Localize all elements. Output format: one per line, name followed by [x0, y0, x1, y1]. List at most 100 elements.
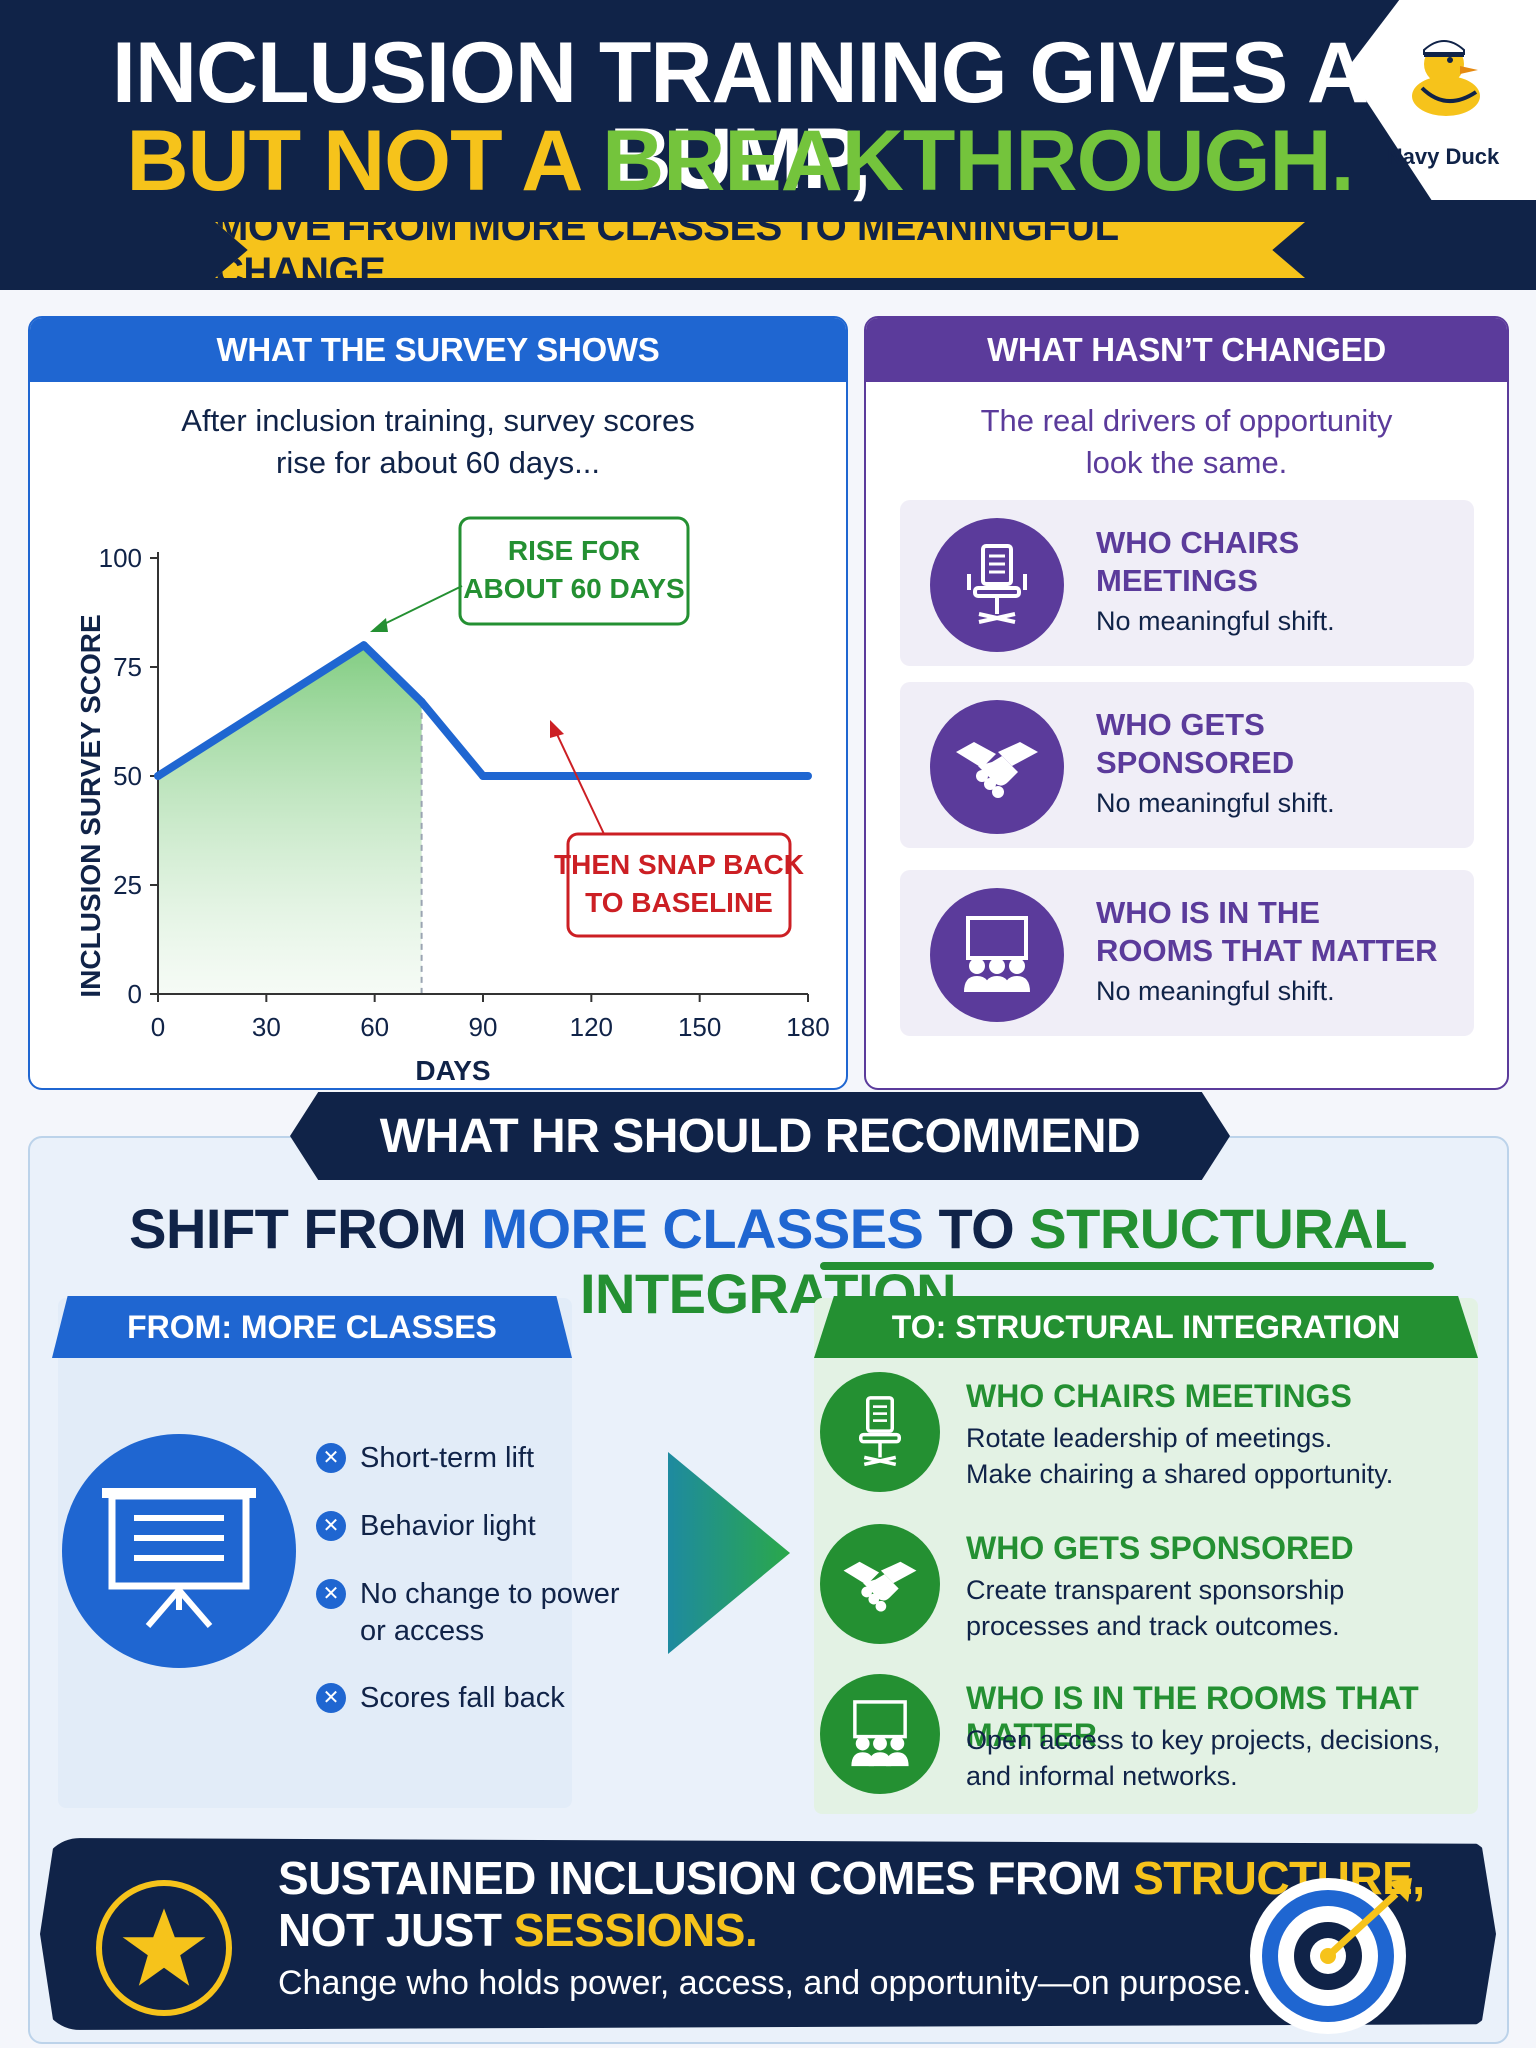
- from-item-3-text: No change to power or access: [360, 1576, 620, 1650]
- from-item-4: ✕ Scores fall back: [316, 1680, 565, 1717]
- to-title-chairs: WHO CHAIRS MEETINGS: [966, 1378, 1352, 1414]
- y-axis-label: INCLUSION SURVEY SCORE: [75, 614, 106, 997]
- survey-subtitle: After inclusion training, survey scores …: [30, 400, 846, 484]
- right-arrow-icon: [668, 1452, 790, 1654]
- to-title-sponsored: WHO GETS SPONSORED: [966, 1530, 1354, 1566]
- subtitle-banner: MOVE FROM MORE CLASSES TO MEANINGFUL CHA…: [215, 222, 1305, 278]
- survey-panel: WHAT THE SURVEY SHOWS After inclusion tr…: [28, 316, 848, 1090]
- footer-line2-b: SESSIONS.: [513, 1904, 758, 1956]
- y-tick-label: 100: [99, 543, 142, 573]
- footer-subtitle: Change who holds power, access, and oppo…: [278, 1964, 1252, 2002]
- unchanged-panel-heading: WHAT HASN’T CHANGED: [866, 318, 1507, 382]
- to-desc-sponsored: Create transparent sponsorship processes…: [966, 1572, 1344, 1644]
- from-item-2: ✕ Behavior light: [316, 1508, 536, 1545]
- callout-snap-arrowhead: [550, 720, 564, 738]
- shift-title-underline: [820, 1262, 1434, 1270]
- x-circle-icon: ✕: [316, 1511, 346, 1541]
- x-circle-icon: ✕: [316, 1683, 346, 1713]
- unchanged-title-rooms-2: ROOMS THAT MATTER: [1096, 933, 1438, 968]
- to-desc-rooms: Open access to key projects, decisions, …: [966, 1722, 1440, 1794]
- unchanged-title-chairs-1: WHO CHAIRS: [1096, 525, 1300, 560]
- handshake-icon: [930, 700, 1064, 834]
- data-point: [479, 772, 487, 780]
- x-tick-label: 150: [678, 1012, 721, 1042]
- unchanged-card-rooms: WHO IS IN THE ROOMS THAT MATTER No meani…: [900, 870, 1474, 1036]
- to-heading: TO: STRUCTURAL INTEGRATION: [814, 1296, 1478, 1358]
- callout-rise-pointer: [375, 585, 463, 629]
- callout-snap-pointer: [554, 729, 605, 835]
- x-tick-label: 30: [252, 1012, 281, 1042]
- duck-logo-icon: [1412, 40, 1480, 116]
- unchanged-panel: WHAT HASN’T CHANGED The real drivers of …: [864, 316, 1509, 1090]
- from-heading: FROM: MORE CLASSES: [52, 1296, 572, 1358]
- x-axis-label: DAYS: [415, 1055, 490, 1086]
- from-item-1-text: Short-term lift: [360, 1442, 535, 1474]
- from-item-3-line1: No change to power: [360, 1578, 620, 1610]
- unchanged-card-sponsored: WHO GETS SPONSORED No meaningful shift.: [900, 682, 1474, 848]
- shift-title-a: SHIFT FROM: [129, 1197, 482, 1260]
- from-item-2-text: Behavior light: [360, 1510, 536, 1542]
- callout-snap-line1: THEN SNAP BACK: [554, 849, 804, 880]
- from-item-4-text: Scores fall back: [360, 1682, 565, 1714]
- x-tick-label: 60: [360, 1012, 389, 1042]
- meeting-room-icon: [930, 888, 1064, 1022]
- unchanged-title-chairs-2: MEETINGS: [1096, 563, 1258, 598]
- recommend-tab-label: WHAT HR SHOULD RECOMMEND: [379, 1109, 1141, 1163]
- to-desc-chairs-2: Make chairing a shared opportunity.: [966, 1459, 1394, 1489]
- unchanged-card-chairs: WHO CHAIRS MEETINGS No meaningful shift.: [900, 500, 1474, 666]
- x-circle-icon: ✕: [316, 1579, 346, 1609]
- logo-text: Navy Duck: [1386, 144, 1500, 169]
- unchanged-subtitle-line1: The real drivers of opportunity: [980, 403, 1393, 438]
- to-desc-chairs-1: Rotate leadership of meetings.: [966, 1423, 1333, 1453]
- y-tick-label: 25: [113, 870, 142, 900]
- unchanged-status-chairs: No meaningful shift.: [1096, 606, 1335, 636]
- banner-text: MOVE FROM MORE CLASSES TO MEANINGFUL CHA…: [215, 205, 1118, 294]
- unchanged-title-chairs: WHO CHAIRS MEETINGS: [1096, 524, 1299, 600]
- callout-rise-box: [458, 516, 690, 626]
- chair-icon: [930, 518, 1064, 652]
- page-title-line2: BUT NOT A BREAKTHROUGH.: [110, 118, 1370, 204]
- y-tick-label: 0: [128, 979, 142, 1009]
- data-point: [154, 772, 162, 780]
- to-desc-sponsored-1: Create transparent sponsorship: [966, 1575, 1345, 1605]
- unchanged-title-sponsored: WHO GETS SPONSORED: [1096, 706, 1294, 782]
- shift-title-c: TO: [923, 1197, 1030, 1260]
- callout-rise-line1: RISE FOR: [508, 535, 640, 566]
- page-title-line1: INCLUSION TRAINING GIVES A BUMP,: [111, 25, 1369, 207]
- survey-subtitle-line1: After inclusion training, survey scores: [181, 403, 695, 438]
- footer-line1-a: SUSTAINED INCLUSION COMES FROM: [278, 1852, 1134, 1904]
- unchanged-title-sponsored-2: SPONSORED: [1096, 745, 1295, 780]
- unchanged-title-sponsored-1: WHO GETS: [1096, 707, 1265, 742]
- survey-panel-heading: WHAT THE SURVEY SHOWS: [30, 318, 846, 382]
- unchanged-status-rooms: No meaningful shift.: [1096, 976, 1335, 1006]
- x-tick-label: 90: [469, 1012, 498, 1042]
- y-tick-label: 50: [113, 761, 142, 791]
- to-desc-sponsored-2: processes and track outcomes.: [966, 1611, 1340, 1641]
- to-desc-rooms-1: Open access to key projects, decisions,: [966, 1725, 1441, 1755]
- unchanged-subtitle-line2: look the same.: [1085, 445, 1288, 480]
- chair-icon: [820, 1372, 940, 1492]
- star-icon: [96, 1880, 232, 2016]
- footer-title-line1: SUSTAINED INCLUSION COMES FROM STRUCTURE…: [278, 1852, 1425, 1904]
- callout-snap-line2: TO BASELINE: [585, 887, 773, 918]
- unchanged-title-rooms-1: WHO IS IN THE: [1096, 895, 1320, 930]
- to-desc-chairs: Rotate leadership of meetings. Make chai…: [966, 1420, 1393, 1492]
- chart-shaded-area: [158, 645, 422, 994]
- callout-snap-box: [566, 832, 792, 938]
- recommend-tab: WHAT HR SHOULD RECOMMEND: [290, 1092, 1230, 1180]
- unchanged-title-rooms: WHO IS IN THE ROOMS THAT MATTER: [1096, 894, 1438, 970]
- x-tick-label: 120: [570, 1012, 613, 1042]
- meeting-room-icon: [820, 1674, 940, 1794]
- from-item-1: ✕ Short-term lift: [316, 1440, 534, 1477]
- header-banner: INCLUSION TRAINING GIVES A BUMP, BUT NOT…: [0, 0, 1536, 290]
- title-part-yellow: BUT NOT A: [126, 113, 603, 209]
- x-tick-label: 180: [786, 1012, 829, 1042]
- x-circle-icon: ✕: [316, 1443, 346, 1473]
- callout-rise-arrowhead: [370, 618, 388, 632]
- handshake-icon: [820, 1524, 940, 1644]
- footer-title-line2: NOT JUST SESSIONS.: [278, 1904, 1425, 1956]
- callout-rise-line2: ABOUT 60 DAYS: [463, 573, 684, 604]
- data-point: [359, 641, 368, 650]
